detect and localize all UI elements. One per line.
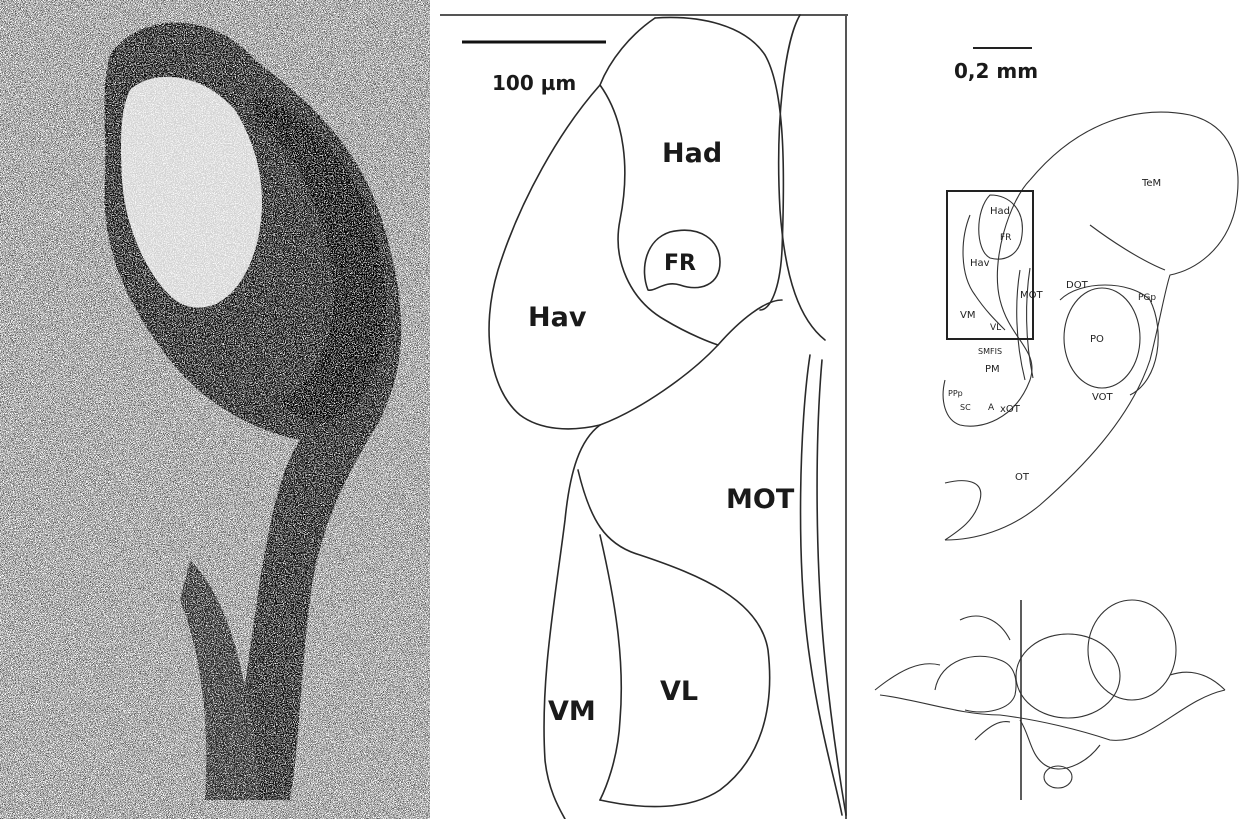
overview-mot-strip (1017, 270, 1025, 380)
overview-label-had: Had (990, 206, 1010, 217)
overview-label-vot: VOT (1092, 392, 1114, 403)
overview-section-outline (945, 112, 1238, 540)
brain-optic-nerve (960, 616, 1010, 640)
brain-tectum (1016, 634, 1120, 718)
detail-schematic-panel: 100 µm Had FR Hav MOT VM VL (440, 15, 848, 819)
detail-vm-outline (544, 425, 600, 819)
overview-label-mot: MOT (1020, 290, 1043, 301)
brain-optic-nerve2 (975, 722, 1010, 740)
detail-vm-vl-boundary (578, 470, 770, 807)
overview-label-dot: DOT (1066, 280, 1089, 291)
brain-forebrain (935, 656, 1016, 712)
overview-label-smfis: SMFIS (978, 347, 1002, 356)
overview-label-po: PO (1090, 334, 1104, 345)
detail-label-had: Had (662, 138, 722, 169)
overview-label-xot: xOT (1000, 404, 1021, 415)
overview-label-pgp: PGp (1138, 293, 1156, 303)
brain-ventral-hypothalamus (1020, 720, 1100, 769)
detail-label-hav: Hav (528, 302, 587, 333)
brain-olfactory (875, 664, 940, 690)
detail-boundary-lower (600, 300, 782, 425)
overview-label-ot: OT (1015, 472, 1030, 483)
detail-label-fr: FR (664, 251, 696, 276)
overview-label-vl: VL (990, 323, 1001, 333)
overview-label-hav: Hav (970, 258, 990, 269)
detail-scale-bar-label: 100 µm (492, 71, 576, 95)
overview-label-fr: FR (1000, 233, 1011, 243)
overview-label-vm: VM (960, 310, 975, 321)
overview-label-a: A (988, 403, 995, 413)
detail-medial-strip-outer (779, 15, 825, 340)
histology-section-image (0, 0, 430, 819)
overview-inset-had (979, 195, 1023, 259)
brain-cerebellum (1088, 600, 1176, 700)
detail-medial-strip-inner2 (817, 360, 846, 815)
detail-boundary-had-hav (600, 85, 718, 345)
detail-vl-left (600, 535, 621, 800)
overview-label-tem: TeM (1141, 178, 1161, 189)
overview-label-ppp: PPp (948, 389, 963, 398)
overview-label-sc: SC (960, 403, 971, 412)
overview-label-pm: PM (985, 364, 1000, 375)
brain-ventral-outline (880, 690, 1225, 740)
detail-label-vm: VM (548, 696, 596, 727)
detail-label-mot: MOT (726, 484, 795, 515)
overview-ot-notch (945, 481, 981, 540)
brain-lateral-view (875, 600, 1225, 800)
detail-label-vl: VL (660, 676, 698, 707)
overview-schematic-panel: 0,2 mm TeM Had FR Hav MOT DOT VM VL PGp … (943, 48, 1238, 540)
overview-scale-bar-label: 0,2 mm (954, 59, 1038, 83)
brain-caudal (1170, 672, 1225, 690)
overview-tectum-inner (1090, 225, 1165, 270)
